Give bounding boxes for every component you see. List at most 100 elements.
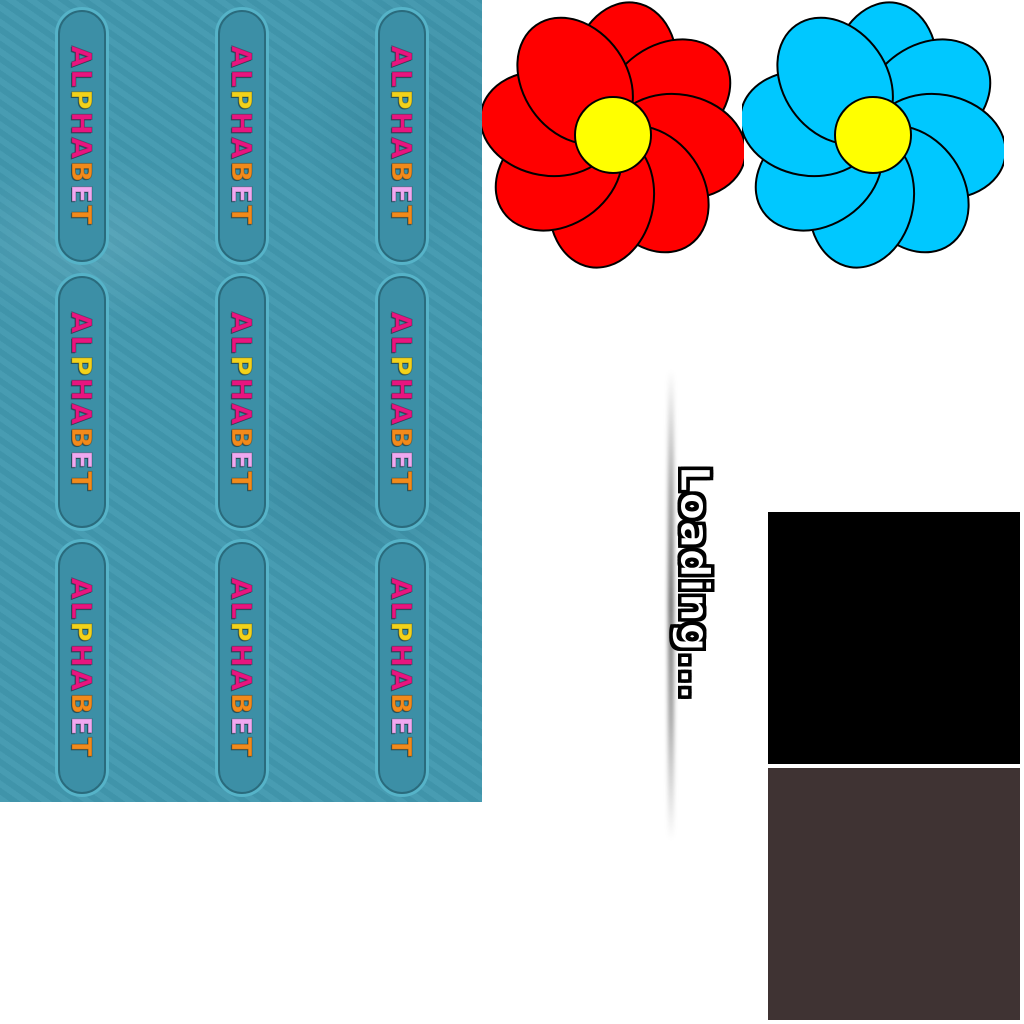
alphabet-letter: E	[65, 450, 99, 472]
alphabet-letter: B	[225, 692, 259, 717]
alphabet-letter: B	[65, 692, 99, 717]
alphabet-letter: T	[385, 205, 419, 227]
alphabet-letter: A	[225, 311, 259, 336]
alphabet-letter: L	[65, 601, 99, 622]
alphabet-letter: P	[385, 355, 419, 379]
alphabet-letter: P	[225, 355, 259, 379]
alphabet-letter: P	[65, 355, 99, 379]
alphabet-letter: H	[385, 377, 419, 404]
alphabet-letter: A	[65, 403, 99, 428]
flower-center	[574, 96, 652, 174]
alphabet-letter: T	[65, 471, 99, 493]
alphabet-letter: L	[225, 69, 259, 90]
alphabet-letter: E	[65, 716, 99, 738]
alphabet-letter: E	[385, 184, 419, 206]
alphabet-letter: A	[65, 137, 99, 162]
alphabet-letter: H	[65, 643, 99, 670]
alphabet-letter: H	[225, 643, 259, 670]
alphabet-letter: P	[225, 621, 259, 645]
alphabet-letter: P	[385, 621, 419, 645]
alphabet-letter: L	[225, 601, 259, 622]
blue-flower-icon	[742, 1, 1004, 269]
alphabet-letter: E	[385, 450, 419, 472]
alphabet-letter: L	[385, 69, 419, 90]
alphabet-letter: A	[225, 577, 259, 602]
alphabet-letter: E	[65, 184, 99, 206]
alphabet-letter: E	[225, 716, 259, 738]
alphabet-letter: A	[385, 311, 419, 336]
loading-text: Loading...	[671, 466, 718, 702]
alphabet-letter: H	[385, 111, 419, 138]
alphabet-letter: A	[385, 403, 419, 428]
alphabet-letter: E	[225, 450, 259, 472]
alphabet-letter: L	[225, 335, 259, 356]
alphabet-letter: H	[225, 111, 259, 138]
alphabet-letter: T	[225, 205, 259, 227]
brown-swatch	[768, 768, 1020, 1020]
alphabet-letter: B	[385, 160, 419, 185]
alphabet-letter: P	[385, 89, 419, 113]
black-swatch	[768, 512, 1020, 764]
alphabet-letter: B	[225, 160, 259, 185]
alphabet-letter: B	[225, 426, 259, 451]
alphabet-letter: A	[225, 137, 259, 162]
alphabet-letter: E	[225, 184, 259, 206]
alphabet-letter: T	[385, 737, 419, 759]
alphabet-letter: P	[225, 89, 259, 113]
alphabet-letter: H	[65, 377, 99, 404]
alphabet-letter: A	[65, 311, 99, 336]
alphabet-letter: E	[385, 716, 419, 738]
flower-center	[834, 96, 912, 174]
loading-motion-streak	[668, 370, 674, 840]
alphabet-letter: B	[65, 160, 99, 185]
alphabet-letter: T	[65, 737, 99, 759]
alphabet-letter: L	[65, 335, 99, 356]
alphabet-letter: A	[225, 403, 259, 428]
alphabet-letter: B	[385, 426, 419, 451]
alphabet-letter: A	[65, 577, 99, 602]
alphabet-letter: P	[65, 89, 99, 113]
red-flower-icon	[482, 1, 744, 269]
alphabet-letter: P	[65, 621, 99, 645]
alphabet-letter: A	[225, 669, 259, 694]
alphabet-letter: B	[385, 692, 419, 717]
alphabet-letter: A	[385, 137, 419, 162]
alphabet-letter: T	[385, 471, 419, 493]
alphabet-letter: L	[385, 335, 419, 356]
alphabet-letter: T	[225, 737, 259, 759]
alphabet-letter: H	[385, 643, 419, 670]
alphabet-letter: A	[225, 45, 259, 70]
alphabet-letter: L	[385, 601, 419, 622]
alphabet-letter: A	[385, 669, 419, 694]
alphabet-letter: B	[65, 426, 99, 451]
alphabet-letter: T	[225, 471, 259, 493]
alphabet-letter: A	[385, 45, 419, 70]
alphabet-letter: A	[65, 669, 99, 694]
loading-indicator: Loading...	[640, 370, 718, 840]
alphabet-letter: H	[225, 377, 259, 404]
alphabet-letter: H	[65, 111, 99, 138]
alphabet-letter: T	[65, 205, 99, 227]
alphabet-letter: L	[65, 69, 99, 90]
alphabet-letter: A	[385, 577, 419, 602]
alphabet-letter: A	[65, 45, 99, 70]
